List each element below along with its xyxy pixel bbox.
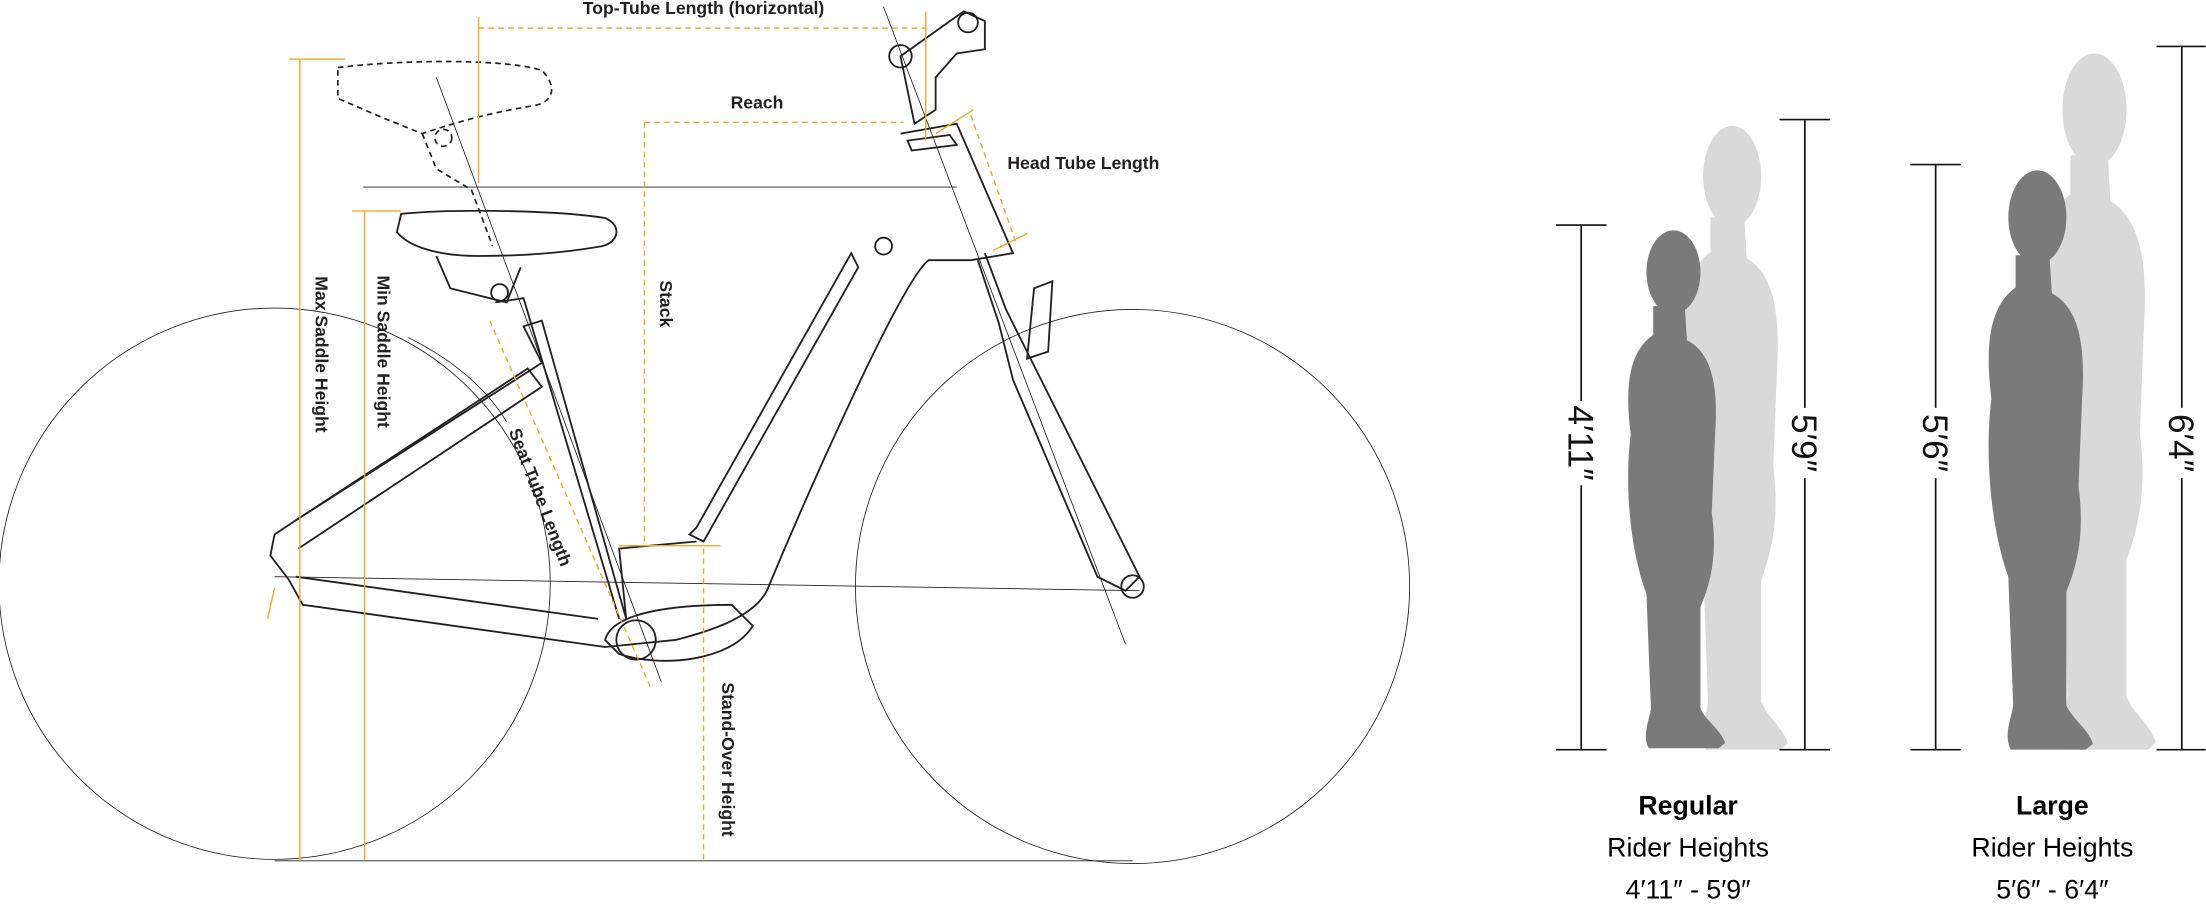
steerer-top bbox=[888, 44, 913, 69]
bottom-bracket-frame bbox=[618, 540, 697, 619]
rider-silhouettes bbox=[1628, 53, 2156, 750]
rear-wheel bbox=[0, 307, 551, 860]
large-size-title: Large bbox=[2016, 790, 2089, 820]
large-max-height: 6′4″ bbox=[2161, 414, 2200, 472]
seatpost bbox=[495, 297, 621, 620]
stack-label: Stack bbox=[656, 280, 676, 327]
crank bbox=[615, 619, 657, 661]
measurement-guides bbox=[266, 11, 1028, 861]
saddle-rails bbox=[435, 255, 522, 304]
battery-cover bbox=[687, 251, 860, 543]
large-min-height: 5′6″ bbox=[1915, 414, 1954, 472]
regular-max-height: 5′9″ bbox=[1784, 414, 1823, 472]
motor-housing bbox=[604, 603, 754, 662]
head-tube-cap bbox=[906, 134, 959, 152]
min-saddle-height-label: Min Saddle Height bbox=[373, 275, 393, 427]
axle-line bbox=[274, 576, 1140, 592]
regular-subtitle: Rider Heights bbox=[1607, 833, 1769, 863]
handlebar-clamp bbox=[957, 11, 979, 34]
stem bbox=[899, 10, 986, 126]
saddle bbox=[395, 209, 618, 257]
seatpost-clamp bbox=[490, 283, 509, 302]
stand-over-height-label: Stand-Over Height bbox=[718, 682, 738, 836]
front-axle bbox=[1120, 574, 1145, 599]
logo-badge bbox=[874, 236, 893, 256]
seat-tube-length-label: Seat Tube Length bbox=[505, 425, 576, 569]
seatstay bbox=[295, 367, 544, 550]
large-subtitle: Rider Heights bbox=[1971, 833, 2133, 863]
reach-label: Reach bbox=[731, 92, 784, 112]
large-range: 5′6″ - 6′4″ bbox=[1996, 875, 2108, 905]
chainstay bbox=[295, 575, 599, 620]
regular-min-height: 4′11″ bbox=[1561, 405, 1600, 480]
front-wheel bbox=[855, 309, 1411, 865]
seatpost-max-position bbox=[421, 133, 494, 247]
steering-axis bbox=[883, 6, 1126, 645]
headlight bbox=[1025, 279, 1054, 360]
head-tube-label: Head Tube Length bbox=[1007, 153, 1159, 173]
seat-axis bbox=[435, 77, 662, 683]
saddle-max-position bbox=[337, 60, 553, 135]
saddle-arc bbox=[408, 337, 508, 423]
frame bbox=[269, 122, 1015, 648]
clamp-max-position bbox=[434, 128, 453, 148]
bike-drawing bbox=[0, 6, 1411, 865]
top-tube-label: Top-Tube Length (horizontal) bbox=[583, 0, 824, 18]
regular-size-title: Regular bbox=[1638, 790, 1737, 820]
regular-range: 4′11″ - 5′9″ bbox=[1626, 875, 1751, 905]
max-saddle-height-label: Max Saddle Height bbox=[311, 276, 331, 432]
fork bbox=[976, 252, 1141, 592]
